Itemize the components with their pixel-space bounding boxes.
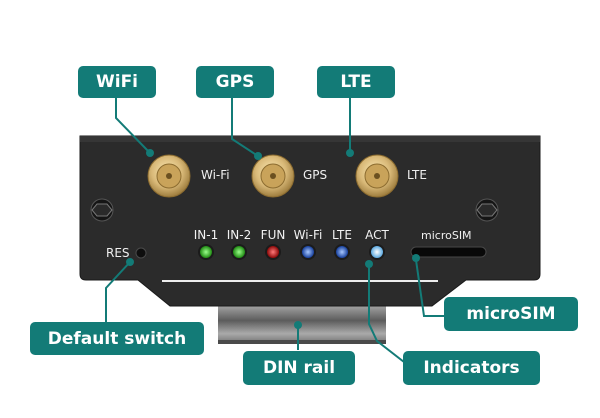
led-label-lte: LTE bbox=[332, 228, 352, 242]
led-red-icon bbox=[265, 244, 281, 260]
gps-antenna-label: GPS bbox=[303, 168, 328, 182]
leader-lines bbox=[105, 98, 444, 363]
lte-antenna-connector-icon bbox=[355, 154, 399, 198]
wifi-antenna-connector-icon bbox=[147, 154, 191, 198]
device-body bbox=[79, 135, 541, 307]
wifi-antenna-label: Wi-Fi bbox=[201, 168, 230, 182]
led-green-icon bbox=[198, 244, 214, 260]
led-label-in1: IN-1 bbox=[193, 228, 219, 242]
din-rail-callout: DIN rail bbox=[243, 351, 355, 385]
microsim-slot bbox=[410, 246, 487, 258]
microsim-leader-line bbox=[415, 259, 444, 317]
led-label-fun: FUN bbox=[260, 228, 286, 242]
left-screw-icon bbox=[90, 198, 114, 222]
default-switch-callout: Default switch bbox=[30, 322, 204, 355]
gps-leader-line bbox=[231, 98, 259, 157]
default-switch-leader-line bbox=[105, 261, 131, 322]
led-blue-icon bbox=[334, 244, 350, 260]
microsim-callout: microSIM bbox=[444, 297, 578, 331]
right-screw-icon bbox=[475, 198, 499, 222]
indicators-leader-line bbox=[368, 264, 405, 363]
lte-antenna-label: LTE bbox=[407, 168, 427, 182]
led-label-act: ACT bbox=[365, 228, 389, 242]
led-cyan-icon bbox=[369, 244, 385, 260]
led-green-icon bbox=[231, 244, 247, 260]
led-label-in2: IN-2 bbox=[226, 228, 252, 242]
gps-callout: GPS bbox=[196, 66, 274, 98]
reset-button[interactable] bbox=[135, 247, 147, 259]
led-label-wifi: Wi-Fi bbox=[293, 228, 323, 242]
res-label: RES bbox=[106, 246, 130, 260]
wifi-leader-line bbox=[115, 98, 151, 154]
wifi-callout: WiFi bbox=[78, 66, 156, 98]
microsim-slot-label: microSIM bbox=[421, 229, 472, 242]
gps-antenna-connector-icon bbox=[251, 154, 295, 198]
lte-callout: LTE bbox=[317, 66, 395, 98]
indicators-callout: Indicators bbox=[403, 351, 540, 385]
leader-dots bbox=[126, 149, 420, 329]
led-blue-icon bbox=[300, 244, 316, 260]
